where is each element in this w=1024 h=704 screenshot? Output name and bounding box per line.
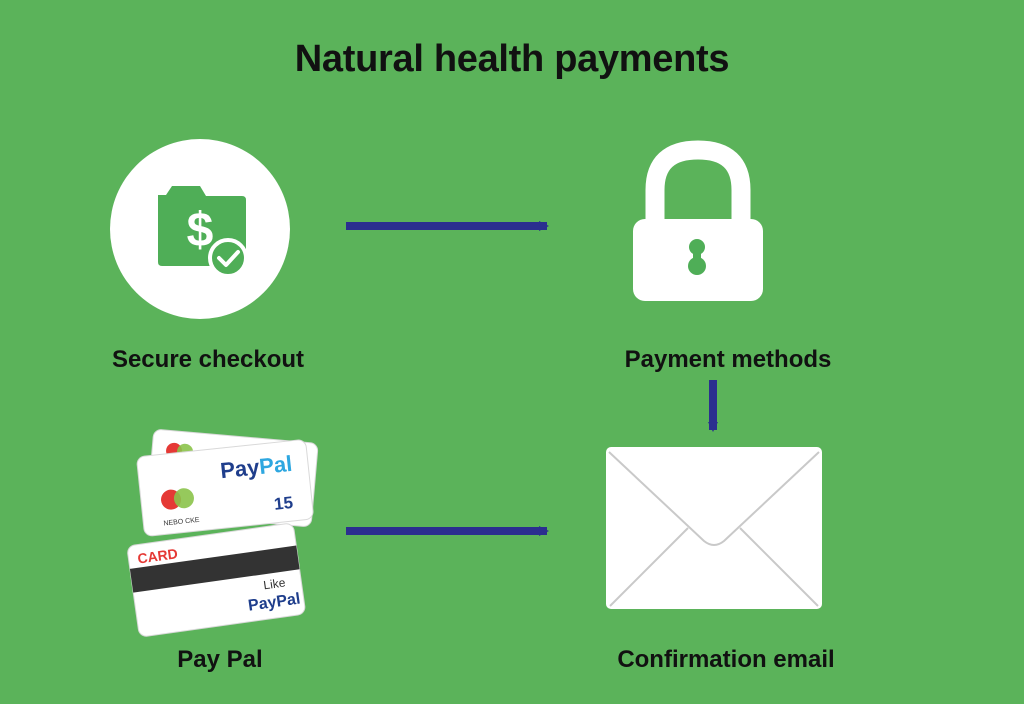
diagram-title: Natural health payments [294, 38, 730, 80]
money-check-icon: $ [110, 139, 290, 319]
label-payment-methods: Payment methods [624, 346, 832, 373]
label-secure-checkout: Secure checkout [111, 346, 305, 373]
card-brand: PayPal [219, 451, 293, 483]
dollar-sign: $ [187, 204, 214, 257]
card-small-text: NEBO CKE [163, 517, 200, 528]
card-amount: 15 [273, 493, 294, 514]
label-confirmation-email: Confirmation email [617, 646, 835, 673]
label-paypal: Pay Pal [177, 646, 263, 673]
padlock-icon [633, 140, 763, 301]
envelope-icon [606, 447, 822, 609]
card-title: CARD [136, 545, 178, 566]
card-sign: Like [263, 575, 287, 592]
payment-cards-icon: PayPal 15 NEBO CKE CARD Like PayPal [127, 429, 319, 637]
